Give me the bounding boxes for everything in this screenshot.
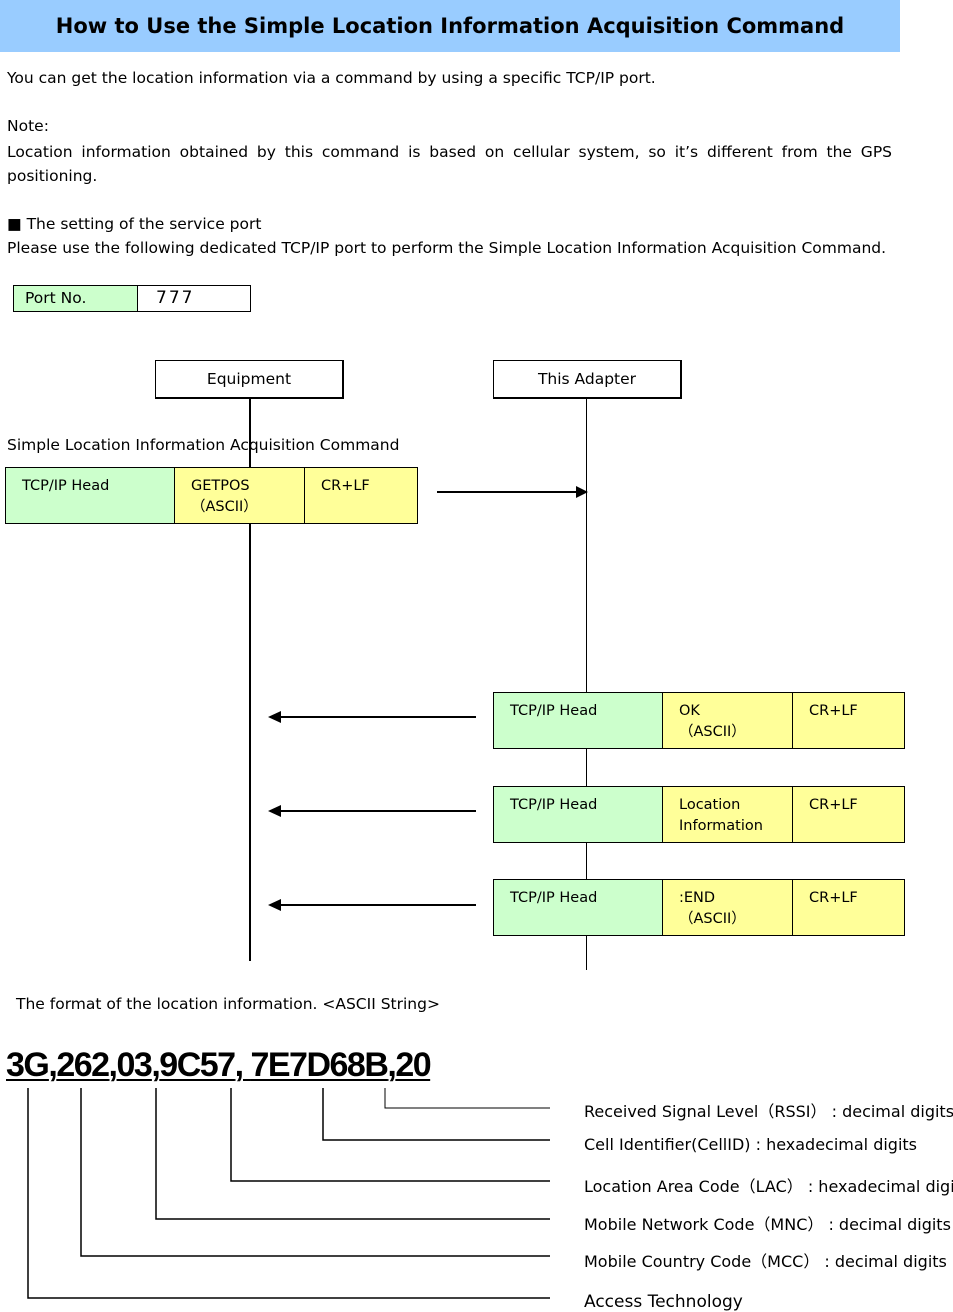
- format-string: 3G,262,03,9C57, 7E7D68B,20: [6, 1046, 432, 1085]
- format-separator: ,: [108, 1046, 118, 1084]
- packet-head-cell: TCP/IP Head: [493, 879, 663, 936]
- format-part-access-tech: 3G: [6, 1046, 50, 1084]
- response-packet: TCP/IP Head OK （ASCII） CR+LF: [493, 692, 905, 749]
- legend-mnc: Mobile Network Code（MNC） : decimal digit…: [584, 1215, 951, 1234]
- page-title: How to Use the Simple Location Informati…: [55, 14, 845, 38]
- packet-tail-cell: CR+LF: [792, 692, 905, 749]
- packet-tail-cell: CR+LF: [304, 467, 418, 524]
- legend-cellid: Cell Identifier(CellID) : hexadecimal di…: [584, 1135, 918, 1154]
- packet-body-line: OK: [679, 703, 700, 719]
- port-label-cell: Port No.: [13, 285, 138, 312]
- packet-body-line: :END: [679, 890, 716, 906]
- service-port-text: Please use the following dedicated TCP/I…: [7, 239, 887, 257]
- response-packet: TCP/IP Head Location Information CR+LF: [493, 786, 905, 843]
- format-part-mnc: 03: [116, 1046, 153, 1084]
- leader-line-lac: [230, 1088, 550, 1182]
- packet-body-cell: Location Information: [662, 786, 793, 843]
- adapter-lifeline: [586, 398, 587, 970]
- leader-line-mnc: [155, 1088, 550, 1220]
- response-arrow: [268, 805, 476, 817]
- legend-mcc: Mobile Country Code（MCC） : decimal digit…: [584, 1252, 947, 1271]
- packet-head-cell: TCP/IP Head: [493, 692, 663, 749]
- legend-access-tech: Access Technology: [584, 1292, 743, 1312]
- packet-body-line: （ASCII）: [191, 499, 258, 515]
- packet-head-cell: TCP/IP Head: [493, 786, 663, 843]
- note-heading: Note:: [7, 117, 49, 135]
- format-leader-lines: [27, 1088, 550, 1299]
- format-part-lac: 9C57: [159, 1046, 236, 1084]
- packet-body-line: Location: [679, 797, 741, 813]
- intro-text: You can get the location information via…: [7, 69, 656, 87]
- format-part-rssi: 20: [395, 1046, 431, 1084]
- packet-tail-cell: CR+LF: [792, 786, 905, 843]
- leader-line-access-tech: [27, 1088, 550, 1299]
- request-arrow: [437, 486, 588, 498]
- equipment-lifeline: [249, 398, 251, 961]
- packet-body-line: GETPOS: [191, 478, 250, 494]
- title-bar: [0, 0, 900, 52]
- format-part-mcc: 262: [56, 1046, 110, 1084]
- format-part-cellid: 7E7D68B: [250, 1046, 388, 1084]
- packet-body-line: Information: [679, 818, 763, 834]
- packet-body-line: （ASCII）: [679, 911, 746, 927]
- adapter-box: This Adapter: [493, 360, 682, 399]
- format-separator: ,: [234, 1046, 251, 1084]
- packet-head-cell: TCP/IP Head: [5, 467, 175, 524]
- note-text: Location information obtained by this co…: [7, 143, 892, 185]
- format-separator: ,: [48, 1046, 57, 1084]
- format-separator: ,: [151, 1046, 160, 1084]
- response-packet: TCP/IP Head :END （ASCII） CR+LF: [493, 879, 905, 936]
- packet-body-cell: OK （ASCII）: [662, 692, 793, 749]
- response-arrow: [268, 711, 476, 723]
- command-label: Simple Location Information Acquisition …: [7, 436, 400, 454]
- legend-rssi: Received Signal Level（RSSI） : decimal di…: [584, 1102, 953, 1121]
- equipment-box: Equipment: [155, 360, 344, 399]
- packet-tail-cell: CR+LF: [792, 879, 905, 936]
- leader-line-mcc: [80, 1088, 550, 1257]
- packet-body-cell: GETPOS （ASCII）: [174, 467, 305, 524]
- leader-line-rssi: [384, 1088, 550, 1109]
- format-label: The format of the location information. …: [16, 995, 440, 1013]
- response-arrow: [268, 899, 476, 911]
- packet-body-line: （ASCII）: [679, 724, 746, 740]
- request-packet: TCP/IP Head GETPOS （ASCII） CR+LF: [5, 467, 418, 524]
- packet-body-cell: :END （ASCII）: [662, 879, 793, 936]
- legend-lac: Location Area Code（LAC） : hexadecimal di…: [584, 1177, 953, 1196]
- service-port-heading: ■ The setting of the service port: [7, 215, 262, 233]
- leader-line-cellid: [322, 1088, 550, 1141]
- format-separator: ,: [387, 1046, 396, 1084]
- port-value-cell: 777: [137, 285, 251, 312]
